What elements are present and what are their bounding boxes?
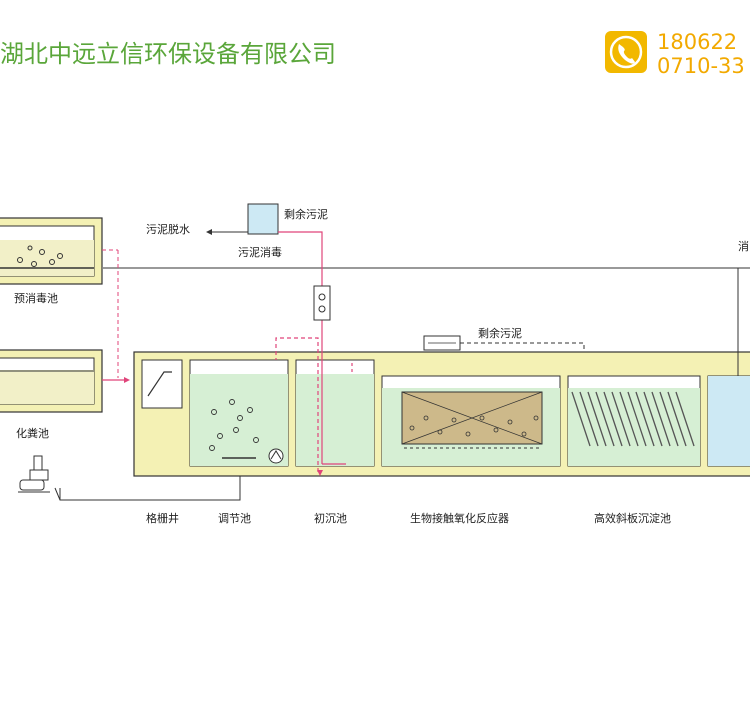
label-sludge-dewatering: 污泥脱水 — [146, 222, 190, 236]
label-sludge-disinfection: 污泥消毒 — [238, 245, 282, 259]
aeration-bubbles — [409, 415, 539, 437]
label-excess-sludge-top: 剩余污泥 — [284, 207, 328, 221]
sludge-disinfection-box — [247, 203, 279, 235]
septic-tank — [0, 349, 103, 413]
label-pre-disinfection: 预消毒池 — [14, 291, 58, 305]
blower-icon — [18, 455, 50, 493]
company-name: 湖北中远立信环保设备有限公司 — [0, 40, 336, 68]
phone-number-2: 0710-33 — [657, 54, 745, 78]
pump-icon — [268, 448, 284, 464]
label-cut-right: 消 — [738, 239, 749, 253]
phone-icon — [605, 31, 647, 73]
phone-number-1: 180622 — [657, 30, 738, 54]
sludge-pump-device — [313, 285, 331, 321]
label-regulating-tank: 调节池 — [218, 512, 251, 525]
label-septic-tank: 化粪池 — [16, 426, 49, 440]
pre-disinfection-tank — [0, 217, 103, 285]
label-inclined-settling: 高效斜板沉淀池 — [594, 511, 671, 525]
label-excess-sludge-mid: 剩余污泥 — [478, 326, 522, 340]
label-grille-well: 格栅井 — [146, 511, 179, 525]
label-primary-settling: 初沉池 — [314, 511, 347, 525]
bottom-air-pipe — [54, 462, 241, 501]
main-treatment-structure — [133, 351, 750, 477]
label-bio-reactor: 生物接触氧化反应器 — [410, 511, 509, 525]
sludge-pipes — [275, 231, 353, 472]
inclined-plates — [571, 391, 695, 447]
